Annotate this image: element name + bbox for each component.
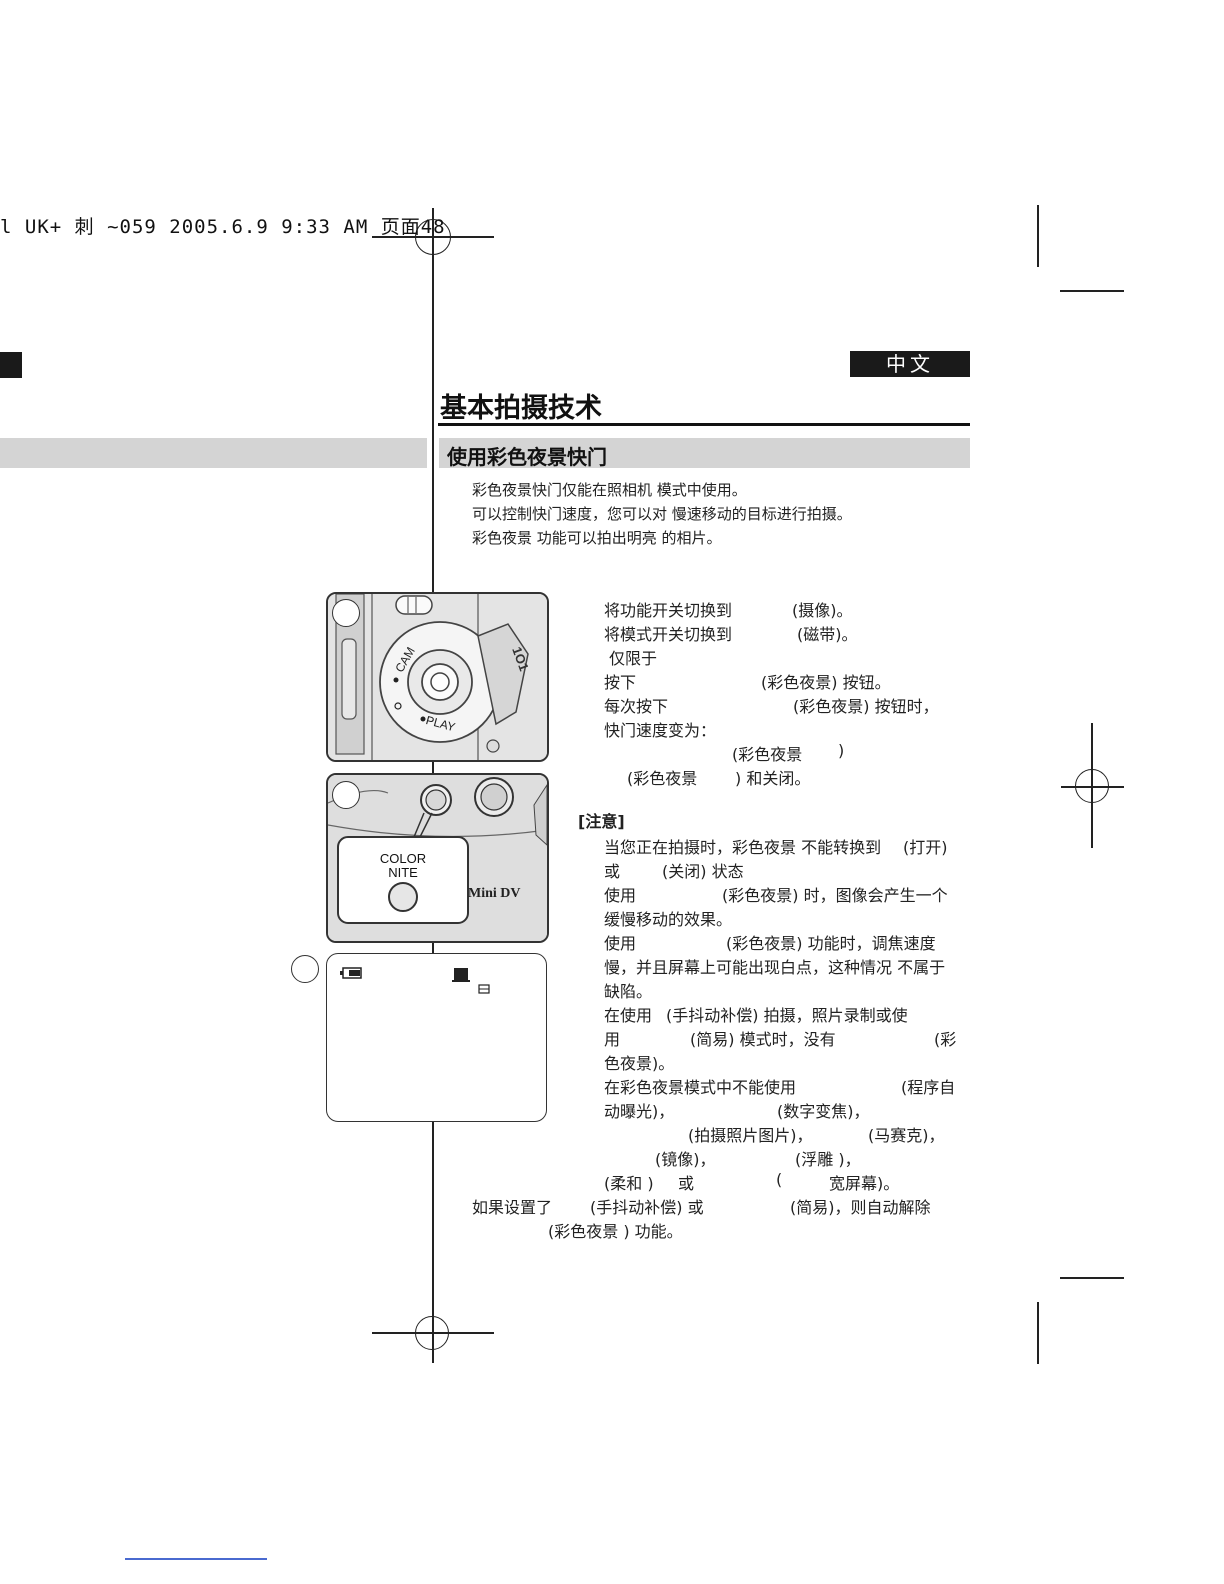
step-line: 将模式开关切换到 — [604, 625, 733, 644]
note-line: 或 — [604, 862, 621, 881]
step-line: 每次按下 — [604, 697, 669, 716]
bottom-link-rule — [125, 1558, 267, 1560]
note-heading: [注意] — [578, 812, 625, 831]
step-line: (彩色夜景 — [627, 769, 698, 788]
intro-line: 可以控制快门速度，您可以对 慢速移动的目标进行拍摄。 — [472, 505, 852, 523]
registration-mark-bottom — [415, 1316, 449, 1350]
language-tab: 中文 — [850, 351, 970, 377]
note-line: (打开) — [903, 838, 948, 857]
note-line: (马赛克)， — [868, 1126, 945, 1145]
print-slug: l UK+ 刺 ~059 2005.6.9 9:33 AM 页面48 — [0, 216, 446, 238]
registration-mark-right — [1075, 769, 1109, 803]
note-line: (浮雕 )， — [795, 1150, 861, 1169]
note-line: (彩色夜景) 时，图像会产生一个 — [722, 886, 948, 905]
step-line: 仅限于 — [609, 649, 658, 668]
note-line: (关闭) 状态 — [662, 862, 744, 881]
mode-dial-illustration: CAM PLAY 1O1 — [328, 594, 547, 760]
note-line: (彩 — [934, 1030, 957, 1049]
mini-dv-logo: Mini DV — [468, 886, 521, 901]
note-line: 在彩色夜景模式中不能使用 — [604, 1078, 797, 1097]
crop-mark-right-v-bottom — [1037, 1302, 1039, 1364]
note-line: (数字变焦)， — [777, 1102, 870, 1121]
section-title: 使用彩色夜景快门 — [447, 445, 607, 469]
step-line-tail: (磁带)。 — [797, 625, 858, 644]
note-line: (彩色夜景) 功能时，调焦速度 — [726, 934, 936, 953]
crop-mark-right-h-top — [1060, 290, 1124, 292]
step-line-tail: (彩色夜景) 按钮。 — [761, 673, 891, 692]
step-line-tail: ) 和关闭。 — [735, 769, 811, 788]
final-note: (简易)，则自动解除 — [790, 1198, 931, 1217]
note-line: ( — [776, 1170, 783, 1189]
crop-mark-right-v-top — [1037, 205, 1039, 267]
note-line: 缓慢移动的效果。 — [604, 910, 733, 929]
figure-viewfinder-display — [326, 953, 547, 1122]
note-line: 使用 — [604, 934, 637, 953]
note-line: 使用 — [604, 886, 637, 905]
figure-color-nite-button: COLOR NITE Mini DV — [326, 773, 549, 943]
note-line: (手抖动补偿) 拍摄，照片录制或使 — [666, 1006, 908, 1025]
step-line: 快门速度变为： — [604, 721, 717, 740]
title-rule — [438, 423, 970, 426]
final-note: (手抖动补偿) 或 — [590, 1198, 704, 1217]
step-line-tail: (彩色夜景) 按钮时， — [793, 697, 939, 716]
section-bar — [439, 438, 970, 468]
final-note: 如果设置了 — [472, 1198, 553, 1217]
step-number-circle — [332, 781, 360, 809]
page-title: 基本拍摄技术 — [440, 393, 602, 424]
note-line: (柔和 ) — [604, 1174, 654, 1193]
step-number-circle — [291, 955, 319, 983]
nite-label: NITE — [388, 865, 418, 880]
tape-icon — [454, 968, 468, 980]
step-line: 将功能开关切换到 — [604, 601, 733, 620]
note-line: 慢，并且屏幕上可能出现白点，这种情况 不属于 — [604, 958, 946, 977]
step-line-tail: (摄像)。 — [792, 601, 853, 620]
figure-mode-dial: CAM PLAY 1O1 — [326, 592, 549, 762]
left-page-tab — [0, 352, 22, 378]
note-line: (拍摄照片图片)， — [688, 1126, 813, 1145]
note-line: 或 — [678, 1174, 695, 1193]
note-line: (镜像)， — [655, 1150, 716, 1169]
final-note: (彩色夜景 ) 功能。 — [548, 1222, 683, 1241]
note-line: 色夜景)。 — [604, 1054, 675, 1073]
note-line: 当您正在拍摄时，彩色夜景 不能转换到 — [604, 838, 882, 857]
step-line: 按下 — [604, 673, 637, 692]
intro-line: 彩色夜景 功能可以拍出明亮 的相片。 — [472, 529, 722, 547]
crop-mark-right-h-bottom — [1060, 1277, 1124, 1279]
note-line: 用 — [604, 1030, 621, 1049]
left-section-bar — [0, 438, 427, 468]
note-line: (简易) 模式时，没有 — [690, 1030, 836, 1049]
intro-line: 彩色夜景快门仅能在照相机 模式中使用。 — [472, 481, 747, 499]
note-line: 缺陷。 — [604, 982, 653, 1001]
note-line: 宽屏幕)。 — [829, 1174, 900, 1193]
step-number-circle — [332, 599, 360, 627]
color-label: COLOR — [380, 851, 426, 866]
note-line: 在使用 — [604, 1006, 653, 1025]
note-line: (程序自 — [901, 1078, 956, 1097]
step-line-tail: ) — [838, 741, 845, 760]
registration-mark-top — [415, 219, 451, 255]
color-nite-illustration: COLOR NITE Mini DV — [328, 775, 547, 941]
note-line: 动曝光)， — [604, 1102, 675, 1121]
step-line: (彩色夜景 — [732, 745, 803, 764]
